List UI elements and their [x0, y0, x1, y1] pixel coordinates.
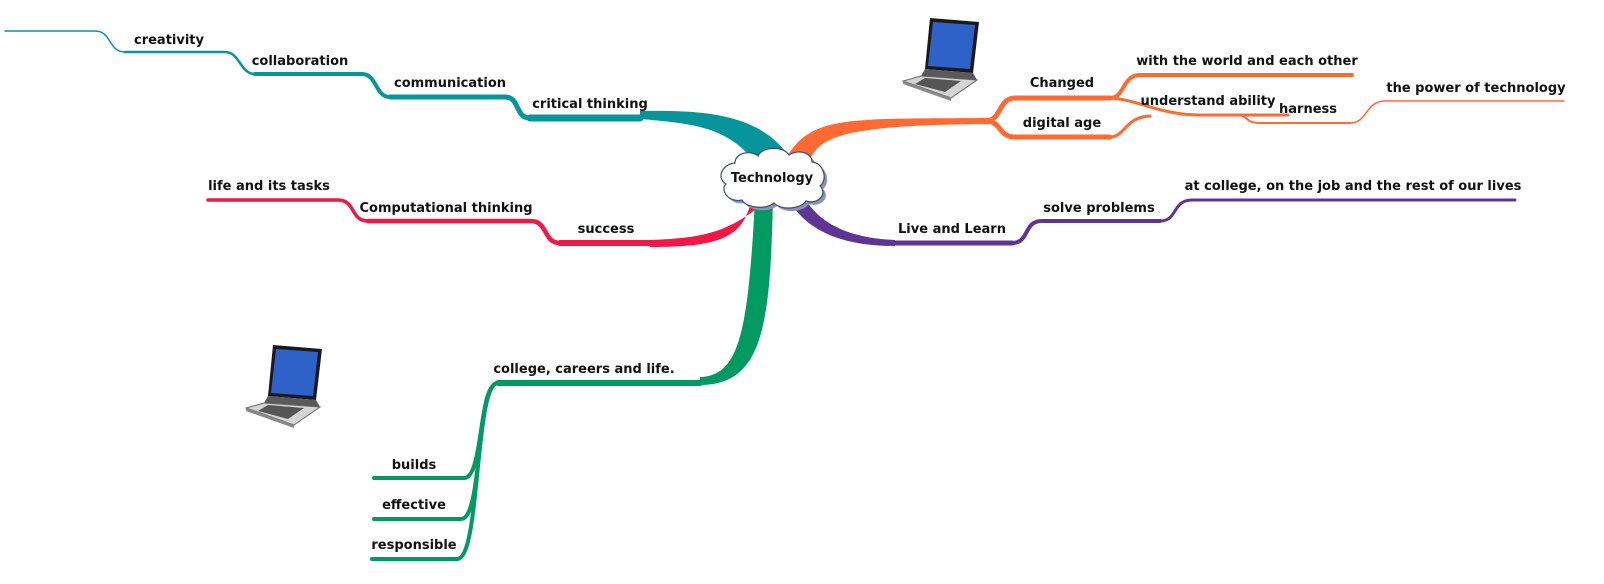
connector-solve-college — [1158, 198, 1517, 223]
connector-understand-harness — [1239, 114, 1351, 124]
node-label-communication[interactable]: communication — [394, 76, 506, 91]
central-topic-label: Technology — [731, 171, 814, 186]
central-topic[interactable]: Technology — [720, 147, 828, 212]
node-label-creativity[interactable]: creativity — [134, 33, 205, 48]
laptop-icon — [244, 345, 322, 428]
node-label-builds[interactable]: builds — [392, 458, 437, 473]
connector-changed-understand — [1108, 96, 1290, 117]
node-label-understand-ability[interactable]: understand ability — [1141, 94, 1277, 109]
node-label-college-careers[interactable]: college, careers and life. — [493, 362, 674, 377]
connector-digital-understand — [1108, 114, 1152, 139]
branch-changed-group — [785, 73, 1565, 160]
connector-communication-collaboration — [253, 72, 392, 99]
central-topic-cloud — [720, 147, 825, 209]
connector-critical-thinking-communication — [387, 94, 533, 121]
node-label-changed[interactable]: Changed — [1030, 76, 1094, 91]
node-label-computational-thinking[interactable]: Computational thinking — [359, 201, 532, 216]
connector-computational-life — [206, 198, 370, 223]
node-label-responsible[interactable]: responsible — [371, 538, 456, 553]
connector-live-solve — [1010, 219, 1162, 245]
branch-critical-thinking-group — [4, 30, 790, 168]
connector-college-responsible — [370, 381, 500, 561]
node-label-harness[interactable]: harness — [1279, 102, 1337, 117]
node-label-collaboration[interactable]: collaboration — [252, 54, 349, 69]
node-label-digital-age[interactable]: digital age — [1023, 116, 1102, 131]
connector-collaboration-creativity — [123, 50, 257, 76]
connector-harness-power — [1349, 100, 1565, 124]
branch-college-group — [370, 200, 773, 561]
node-label-at-college[interactable]: at college, on the job and the rest of o… — [1185, 179, 1522, 194]
laptop-icon — [901, 18, 979, 101]
connector-center-changed — [785, 118, 990, 160]
node-label-critical-thinking[interactable]: critical thinking — [532, 97, 648, 112]
node-label-with-the-world[interactable]: with the world and each other — [1136, 54, 1358, 69]
node-label-life-and-its-tasks[interactable]: life and its tasks — [208, 179, 330, 194]
node-label-power-of-technology[interactable]: the power of technology — [1386, 81, 1566, 96]
node-label-live-and-learn[interactable]: Live and Learn — [898, 222, 1006, 237]
node-label-success[interactable]: success — [578, 222, 635, 237]
connector-center-college — [700, 200, 773, 385]
connector-creativity-end — [4, 30, 126, 53]
node-label-solve-problems[interactable]: solve problems — [1043, 201, 1155, 216]
node-label-effective[interactable]: effective — [382, 498, 446, 513]
connector-success-computational — [365, 218, 563, 246]
connector-split-changed-digital — [982, 95, 1018, 140]
